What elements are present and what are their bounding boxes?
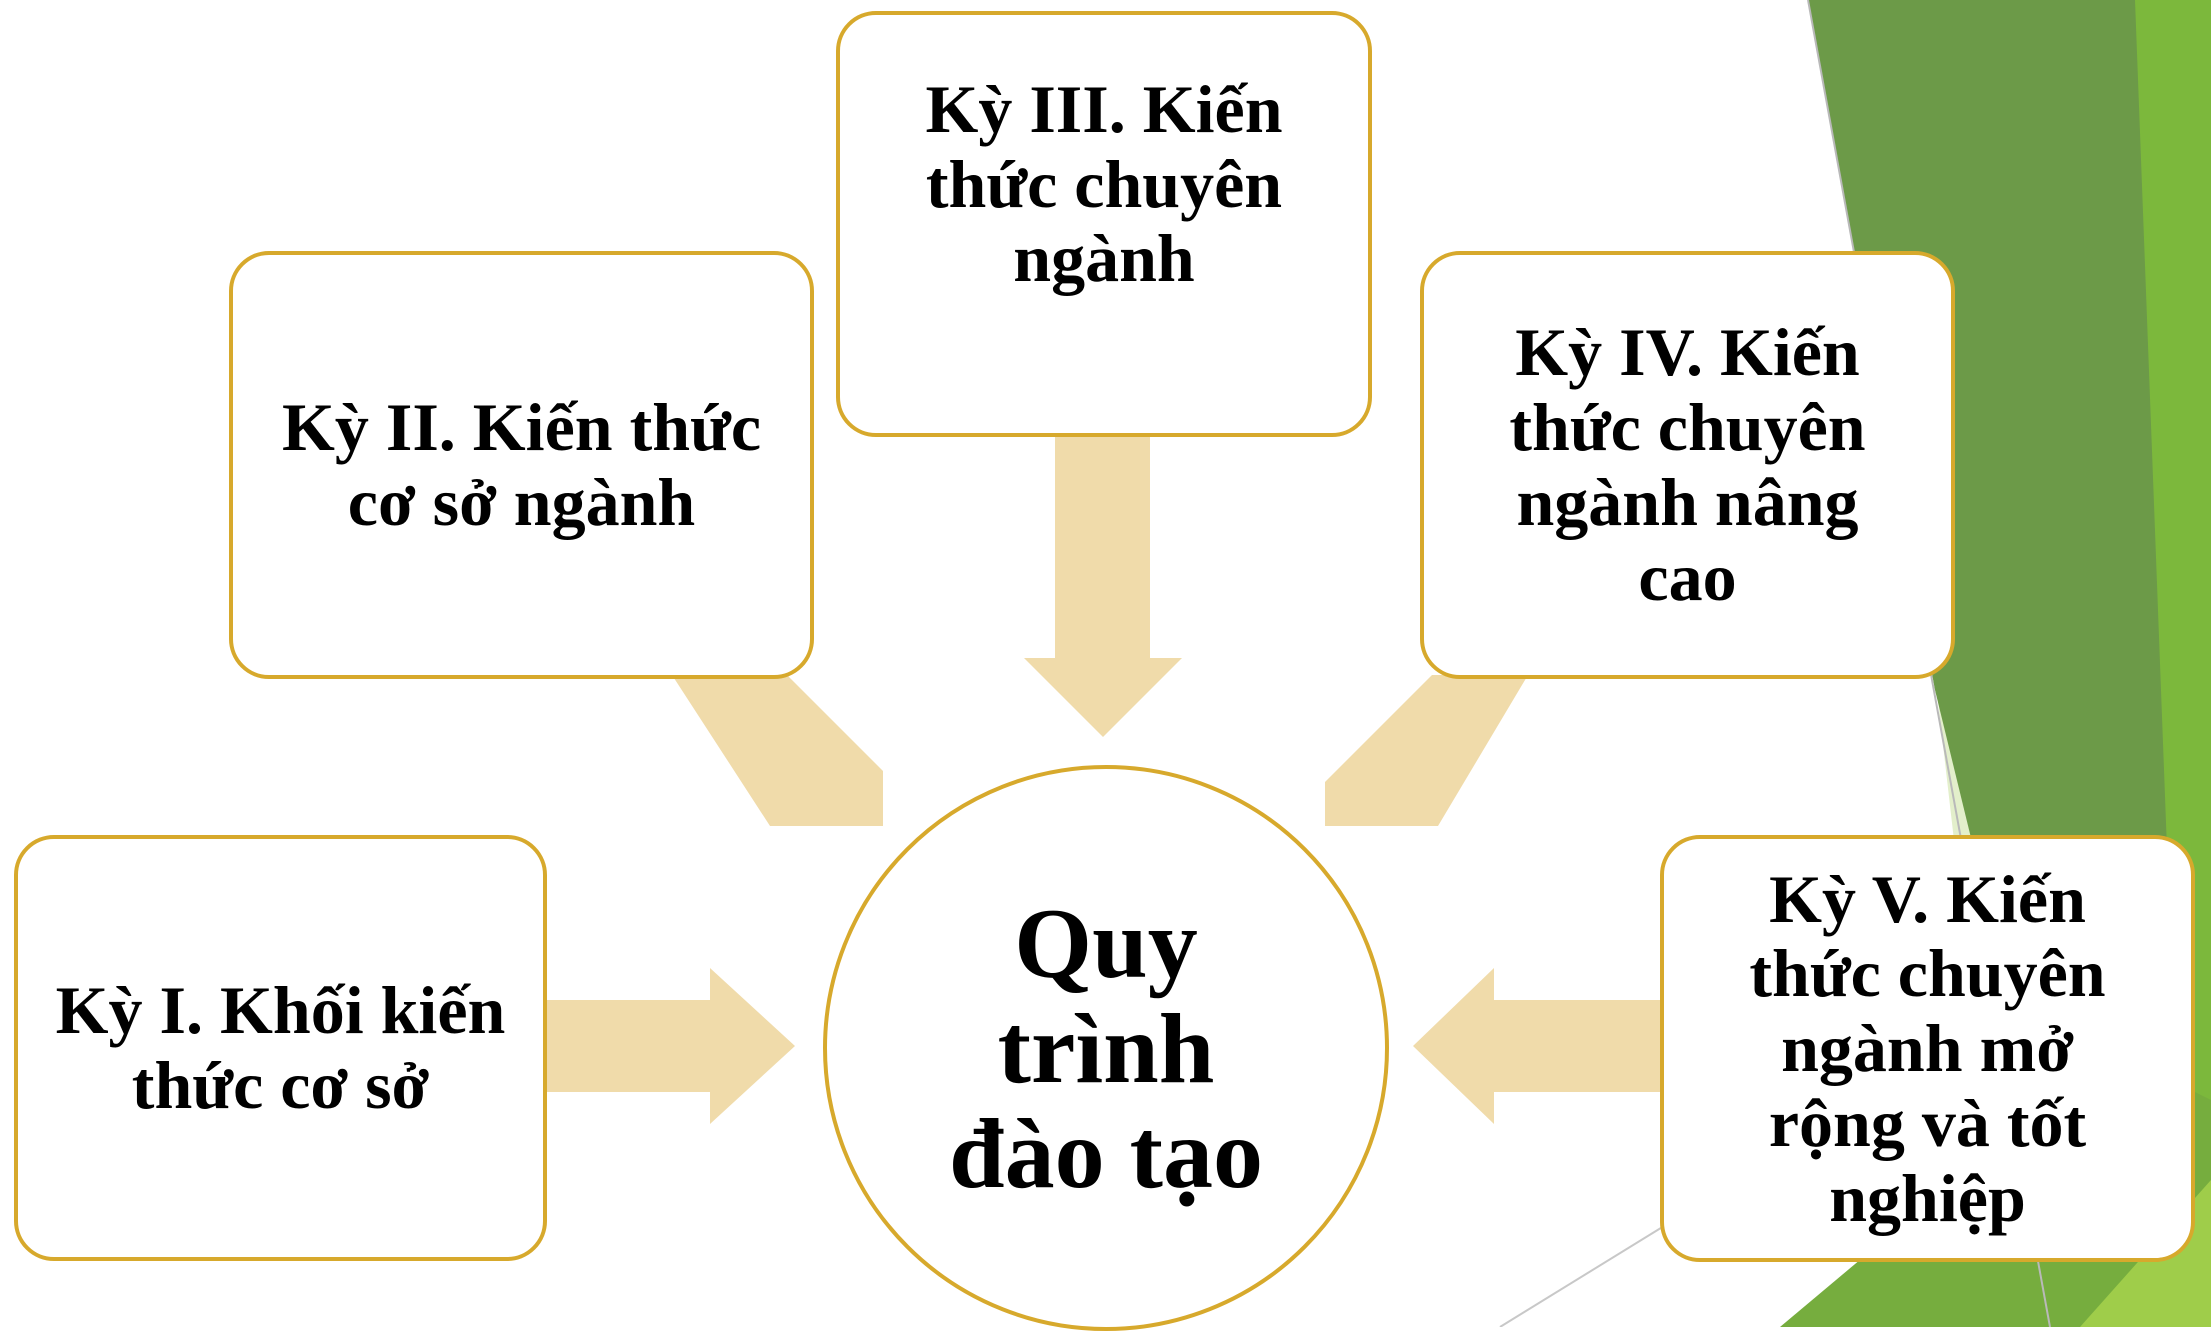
stage-4-label: Kỳ IV. Kiến thức chuyên ngành nâng cao — [1509, 314, 1866, 615]
arrow-stage-1 — [545, 968, 795, 1124]
decorative-thin-line — [1499, 1209, 1691, 1327]
center-label: Quy trình đào tạo — [949, 887, 1263, 1209]
stage-5-label: Kỳ V. Kiến thức chuyên ngành mở rộng và … — [1749, 860, 2106, 1236]
stage-5-box: Kỳ V. Kiến thức chuyên ngành mở rộng và … — [1660, 835, 2195, 1262]
stage-3-label: Kỳ III. Kiến thức chuyên ngành — [925, 70, 1283, 297]
arrow-stage-5 — [1413, 968, 1663, 1124]
stage-2-box: Kỳ II. Kiến thức cơ sở ngành — [229, 251, 814, 679]
stage-4-box: Kỳ IV. Kiến thức chuyên ngành nâng cao — [1420, 251, 1955, 679]
stage-2-label: Kỳ II. Kiến thức cơ sở ngành — [281, 389, 762, 540]
arrow-stage-4 — [1325, 675, 1528, 826]
stage-1-box: Kỳ I. Khối kiến thức cơ sở — [14, 835, 547, 1261]
stage-1-label: Kỳ I. Khối kiến thức cơ sở — [55, 972, 506, 1123]
center-circle: Quy trình đào tạo — [823, 765, 1389, 1331]
stage-3-box: Kỳ III. Kiến thức chuyên ngành — [836, 11, 1372, 437]
arrow-stage-2 — [672, 675, 883, 826]
arrow-stage-3 — [1024, 430, 1182, 737]
